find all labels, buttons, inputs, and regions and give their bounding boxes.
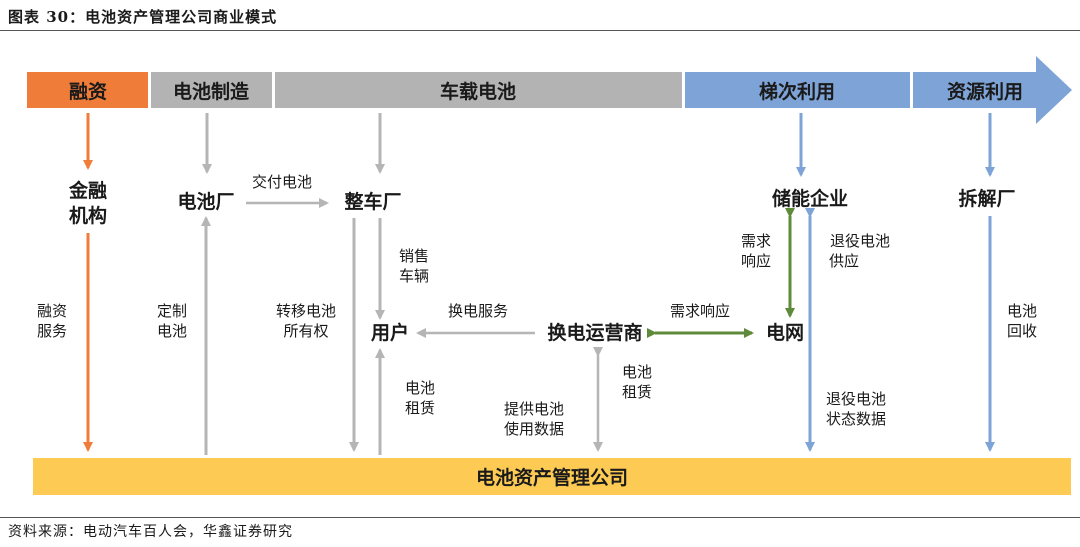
edge-retire-data-line1: 退役电池: [826, 390, 886, 408]
edge-swap-service-label: 换电服务: [448, 302, 508, 320]
edge-demand-response-side-line1: 需求: [741, 232, 771, 250]
node-storage-company: 储能企业: [772, 187, 848, 210]
source-note: 资料来源：电动汽车百人会，华鑫证券研究: [8, 524, 293, 540]
page-title: 图表 30：电池资产管理公司商业模式: [8, 8, 278, 26]
asset-company-bar: [33, 458, 1071, 495]
stage-vehicle-battery: [275, 72, 682, 108]
node-dismantle-factory: 拆解厂: [958, 187, 1015, 210]
asset-company-label: 电池资产管理公司: [476, 466, 628, 489]
stage-cascade-use-label: 梯次利用: [759, 80, 835, 103]
edge-demand-response-top: 需求响应: [670, 302, 730, 320]
stage-financing: [27, 72, 148, 108]
stage-battery-manufacturing-label: 电池制造: [173, 80, 250, 103]
node-battery-factory: 电池厂: [177, 190, 234, 213]
edge-demand-response-side-line2: 响应: [741, 252, 771, 270]
edge-custom-battery-line2: 电池: [157, 322, 187, 340]
stage-resource-use-label: 资源利用: [947, 80, 1023, 103]
stage-cascade-use: [685, 72, 910, 108]
footer-divider: [0, 517, 1080, 518]
node-swap-operator: 换电运营商: [547, 321, 642, 344]
edge-rental-left-line1: 电池: [405, 379, 435, 397]
edge-finance-service-line1: 融资: [37, 302, 67, 320]
edge-custom-battery-line1: 定制: [157, 302, 187, 320]
stage-vehicle-battery-label: 车载电池: [440, 80, 516, 103]
edge-rental-right-line1: 电池: [622, 363, 652, 381]
node-financial-institution-line1: 金融: [68, 179, 107, 202]
title-divider: [0, 30, 1080, 31]
edge-retire-supply-line2: 供应: [829, 252, 859, 270]
stage-battery-manufacturing: [151, 72, 272, 108]
edge-provide-data-line2: 使用数据: [504, 420, 564, 438]
node-grid: 电网: [766, 321, 804, 344]
edge-transfer-ownership-line2: 所有权: [283, 322, 328, 340]
node-financial-institution-line2: 机构: [69, 204, 107, 227]
edge-rental-left-line2: 租赁: [405, 399, 435, 417]
edge-sell-vehicle-line1: 销售: [399, 247, 429, 265]
edge-transfer-ownership-line1: 转移电池: [276, 302, 336, 320]
edge-provide-data-line1: 提供电池: [504, 400, 564, 418]
edge-retire-data-line2: 状态数据: [826, 410, 886, 428]
edge-recycle-line1: 电池: [1007, 302, 1037, 320]
edge-rental-right-line2: 租赁: [622, 383, 652, 401]
stage-resource-use: [913, 56, 1072, 124]
node-oem: 整车厂: [344, 190, 401, 213]
edge-deliver-label: 交付电池: [252, 173, 312, 191]
stage-financing-label: 融资: [69, 80, 107, 103]
edge-recycle-line2: 回收: [1007, 322, 1037, 340]
edge-finance-service-line2: 服务: [37, 322, 67, 340]
node-user: 用户: [371, 321, 409, 344]
edge-sell-vehicle-line2: 车辆: [399, 267, 429, 285]
edge-retire-supply-line1: 退役电池: [830, 232, 890, 250]
